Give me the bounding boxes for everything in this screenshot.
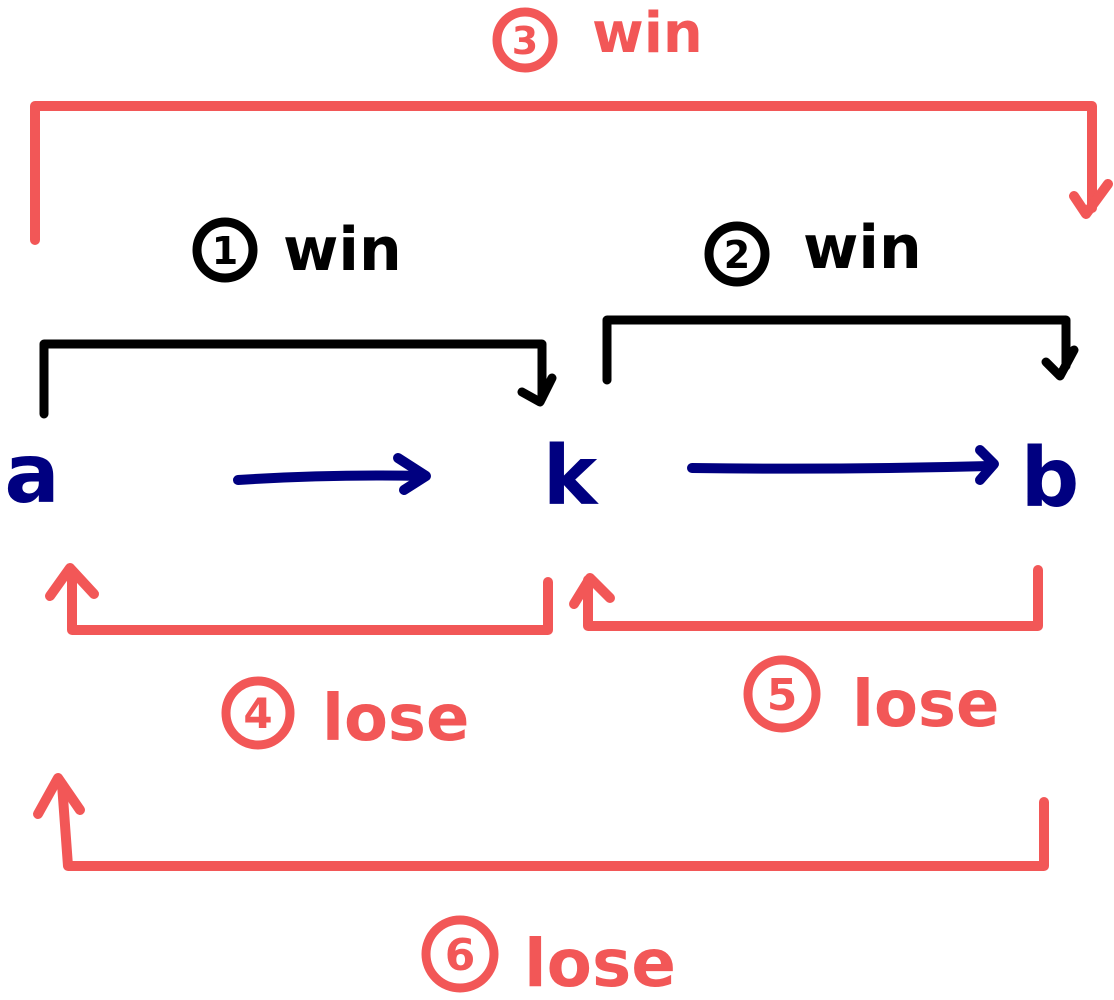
- word-win-3: win: [592, 1, 703, 66]
- number-6: 6: [445, 930, 476, 981]
- number-1: 1: [212, 229, 238, 273]
- arrowhead-2-icon: [1041, 345, 1079, 381]
- connector-4-k-to-a: [67, 567, 553, 635]
- label-5-lose: 5 lose: [743, 655, 999, 742]
- number-3: 3: [512, 19, 538, 63]
- connector-2-k-to-b: [602, 315, 1071, 385]
- number-2: 2: [724, 233, 750, 277]
- arrowhead-4-icon: [45, 563, 99, 601]
- connector-1-a-to-k: [39, 339, 547, 419]
- number-2-circle-icon: [704, 221, 770, 287]
- number-5-circle-icon: [743, 655, 821, 733]
- number-1-circle-icon: [192, 217, 258, 283]
- label-2-win: 2 win: [704, 213, 922, 287]
- label-4-lose: 4 lose: [221, 676, 469, 756]
- number-3-circle-icon: [492, 7, 558, 73]
- connector-3-a-to-b: [30, 101, 1097, 245]
- number-4-circle-icon: [221, 676, 295, 750]
- word-lose-4: lose: [322, 682, 469, 756]
- sequence-arrowhead-a-to-k-icon: [393, 453, 431, 495]
- connector-6-b-to-a: [57, 779, 1049, 871]
- sequence-arrow-k-to-b: [687, 461, 995, 474]
- word-lose-6: lose: [524, 925, 676, 1000]
- number-5: 5: [767, 670, 798, 721]
- label-3-win: 3 win: [492, 1, 703, 73]
- word-win-2: win: [803, 213, 922, 283]
- word-lose-5: lose: [852, 668, 999, 742]
- arrowhead-1-icon: [517, 373, 557, 407]
- label-6-lose: 6 lose: [421, 915, 676, 1000]
- sequence-arrowhead-k-to-b-icon: [975, 445, 999, 485]
- arrowhead-6-icon: [33, 773, 85, 819]
- number-6-circle-icon: [421, 915, 499, 993]
- sequence-arrow-a-to-k: [233, 470, 429, 485]
- label-1-win: 1 win: [192, 215, 402, 285]
- connector-5-b-to-k: [583, 565, 1043, 631]
- arrowhead-3-icon: [1069, 179, 1113, 219]
- node-b: b: [1021, 431, 1080, 526]
- node-k: k: [543, 429, 600, 524]
- arrowhead-5-icon: [569, 573, 615, 609]
- number-4: 4: [243, 689, 272, 738]
- node-a: a: [4, 427, 59, 522]
- word-win-1: win: [283, 215, 402, 285]
